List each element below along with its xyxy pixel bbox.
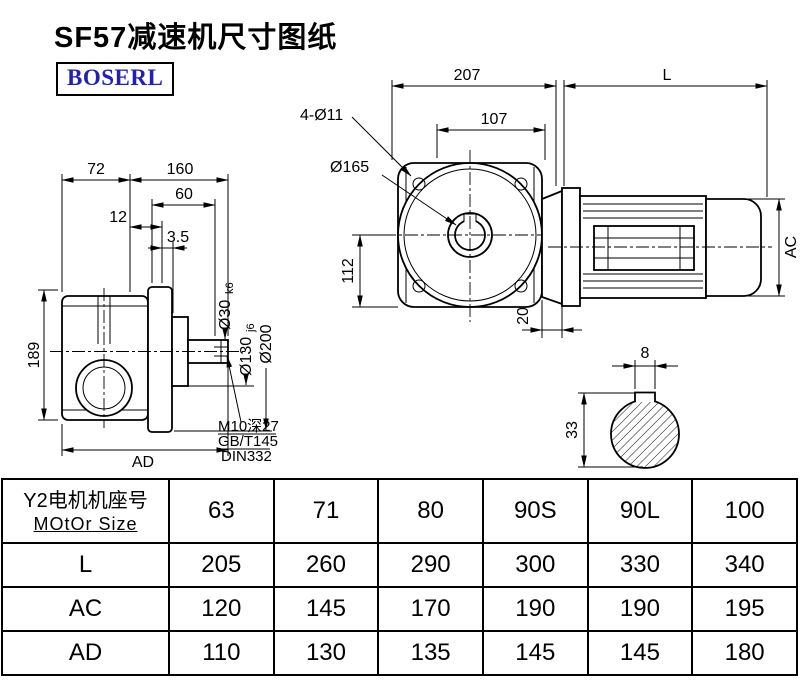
bolt-hole [412,279,426,293]
dim-33-label: 33 [564,421,581,439]
dim-207-label: 207 [454,67,481,84]
motor-size-header-cn: Y2电机机座号 [23,489,148,512]
bolt-hole [412,177,426,191]
shaft-section-view [610,391,680,469]
value-cell: 145 [272,586,380,632]
dim-189-label: 189 [26,342,43,369]
table-row-AD: AD 110 130 135 145 145 180 [1,630,798,676]
value-cell: 340 [691,542,798,588]
value-cell: 170 [377,586,484,632]
size-column-90S: 90S [481,478,589,544]
keyway-notch [463,213,477,222]
dim-72-label: 72 [87,161,105,178]
value-cell: 330 [586,542,694,588]
value-cell: 195 [691,586,798,632]
dim-107-label: 107 [481,111,508,128]
key-outline [634,391,656,402]
dim-o200-label: Ø200 [258,324,275,363]
motor-core [593,225,695,271]
row-label-AD: AD [1,630,170,676]
dim-L-label: L [663,67,672,84]
svg-text:k6: k6 [224,282,236,294]
value-cell: 180 [691,630,798,676]
dim-o130j6-label: Ø130 j6 [238,323,257,376]
technical-drawing: 72 160 60 12 3.5 189 Ø30 k6 Ø130 j6 [26,67,800,471]
dim-o30k6-label: Ø30 k6 [217,282,236,330]
value-cell: 260 [272,542,380,588]
motor-size-header-cell: Y2电机机座号 MOtOr Size [1,478,170,544]
value-cell: 190 [481,586,589,632]
motor-adapter [541,189,563,306]
bolt-hole [514,177,528,191]
svg-text:Ø130: Ø130 [238,337,255,376]
motor-side-view [541,187,772,307]
dim-3-5-label: 3.5 [167,229,189,246]
gearbox-front-view [383,150,552,322]
row-label-AC: AC [1,586,170,632]
size-column-100: 100 [691,478,798,544]
dim-160-label: 160 [167,161,194,178]
value-cell: 145 [586,630,694,676]
side-view-dimensions: 72 160 60 12 3.5 189 Ø30 k6 Ø130 j6 [26,161,279,471]
value-cell: 300 [481,542,589,588]
motor-dimensions: AC [748,198,800,297]
table-row-AC: AC 120 145 170 190 190 195 [1,586,798,632]
svg-text:j6: j6 [245,323,257,333]
table-header-row: Y2电机机座号 MOtOr Size 63 71 80 90S 90L 100 [1,478,798,544]
dim-AC-label: AC [783,236,800,258]
dim-o165-label: Ø165 [330,159,369,176]
size-column-63: 63 [168,478,275,544]
value-cell: 135 [377,630,484,676]
value-cell: 145 [481,630,589,676]
dim-4xo11-label: 4-Ø11 [300,107,343,124]
value-cell: 110 [168,630,275,676]
shaft-section-dimensions: 8 33 [564,345,678,468]
size-column-90L: 90L [586,478,694,544]
thread-note-line2: GB/T145 [218,433,278,450]
motor-fan-cowl [705,198,762,297]
brand-logo-box: BOSERL [56,62,175,96]
brand-logo-text: BOSERL [67,65,164,90]
value-cell: 120 [168,586,275,632]
value-cell: 205 [168,542,275,588]
thread-note-line3: DIN332 [221,448,272,465]
bolt-hole [514,279,528,293]
size-column-71: 71 [272,478,380,544]
page-title: SF57减速机尺寸图纸 [54,22,338,54]
motor-size-table: Y2电机机座号 MOtOr Size 63 71 80 90S 90L 100 … [1,478,798,676]
dim-8-label: 8 [641,345,650,362]
output-flange [147,286,173,433]
dim-AD-label: AD [132,454,154,471]
dim-20-label: 20 [515,307,532,325]
front-view-dimensions: 207 L 107 4-Ø11 Ø165 112 20 [300,67,768,338]
value-cell: 190 [586,586,694,632]
dim-60-label: 60 [175,186,193,203]
size-column-80: 80 [377,478,484,544]
row-label-L: L [1,542,170,588]
motor-size-header-en: MOtOr Size [33,513,138,534]
dim-12-label: 12 [109,209,127,226]
svg-text:Ø30: Ø30 [217,300,234,330]
thread-note-line1: M10深27 [218,418,279,435]
gearbox-side-view [50,286,248,433]
value-cell: 130 [272,630,380,676]
shaft-section-circle [610,399,680,469]
table-row-L: L 205 260 290 300 330 340 [1,542,798,588]
dim-112-label: 112 [340,258,357,284]
value-cell: 290 [377,542,484,588]
